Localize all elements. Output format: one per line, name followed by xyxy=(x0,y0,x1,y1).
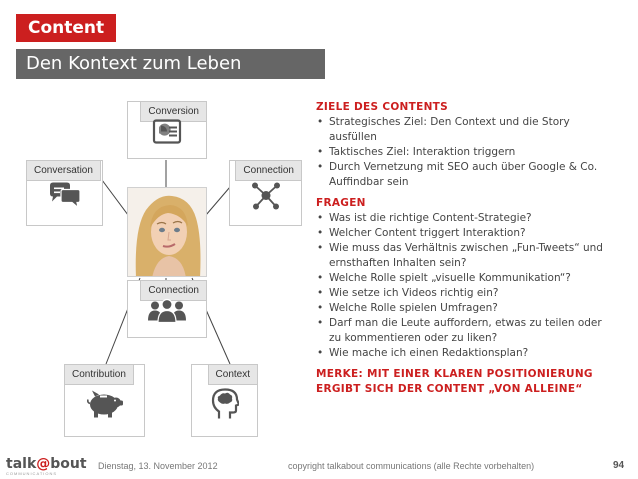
goals-heading: ZIELE DES CONTENTS xyxy=(316,100,616,115)
node-connection-top: Connection xyxy=(229,160,302,226)
list-item: Welche Rolle spielen Umfragen? xyxy=(316,301,616,316)
list-item: Welche Rolle spielt „visuelle Kommunikat… xyxy=(316,271,616,286)
node-conversation: Conversation xyxy=(26,160,103,226)
logo-text-pre: talk xyxy=(6,456,36,472)
logo-subtitle: COMMUNICATIONS xyxy=(6,471,57,476)
list-item: Taktisches Ziel: Interaktion triggern xyxy=(316,145,616,160)
node-connection-top-label: Connection xyxy=(235,161,301,181)
node-connection-center: Connection xyxy=(127,280,207,338)
questions-list: Was ist die richtige Content-Strategie? … xyxy=(316,211,616,361)
talkabout-logo: talk@bout xyxy=(6,456,87,472)
list-item: Wie muss das Verhältnis zwischen „Fun-Tw… xyxy=(316,241,616,271)
chat-bubbles-icon xyxy=(48,182,82,215)
node-conversation-label: Conversation xyxy=(27,161,101,181)
list-item: Welcher Content triggert Interaktion? xyxy=(316,226,616,241)
goals-list: Strategisches Ziel: Den Context und die … xyxy=(316,115,616,190)
footer-copyright: copyright talkabout communications (alle… xyxy=(288,461,534,471)
node-context: Context xyxy=(191,364,258,437)
logo-at-sign: @ xyxy=(36,456,50,472)
woman-portrait xyxy=(127,187,207,277)
head-brain-icon xyxy=(211,388,239,425)
presentation-icon xyxy=(152,119,182,150)
node-contribution-label: Contribution xyxy=(65,365,134,385)
list-item: Wie mache ich einen Redaktionsplan? xyxy=(316,346,616,361)
conclusion-line-1: MERKE: MIT EINER KLAREN POSITIONIERUNG xyxy=(316,367,616,382)
list-item: Darf man die Leute auffordern, etwas zu … xyxy=(316,316,616,346)
piggy-bank-icon xyxy=(86,390,124,423)
questions-heading: FRAGEN xyxy=(316,196,616,211)
people-group-icon xyxy=(147,299,187,328)
node-contribution: Contribution xyxy=(64,364,145,437)
node-conversion: Conversion xyxy=(127,101,207,159)
network-icon xyxy=(250,181,282,216)
page-number: 94 xyxy=(613,460,624,471)
logo-text-post: bout xyxy=(50,456,86,472)
list-item: Wie setze ich Videos richtig ein? xyxy=(316,286,616,301)
list-item: Durch Vernetzung mit SEO auch über Googl… xyxy=(316,160,616,190)
content-column: ZIELE DES CONTENTS Strategisches Ziel: D… xyxy=(316,100,616,397)
footer-date: Dienstag, 13. November 2012 xyxy=(98,461,218,471)
list-item: Was ist die richtige Content-Strategie? xyxy=(316,211,616,226)
node-context-label: Context xyxy=(208,365,257,385)
list-item: Strategisches Ziel: Den Context und die … xyxy=(316,115,616,145)
conclusion-line-2: ERGIBT SICH DER CONTENT „VON ALLEINE“ xyxy=(316,382,616,397)
